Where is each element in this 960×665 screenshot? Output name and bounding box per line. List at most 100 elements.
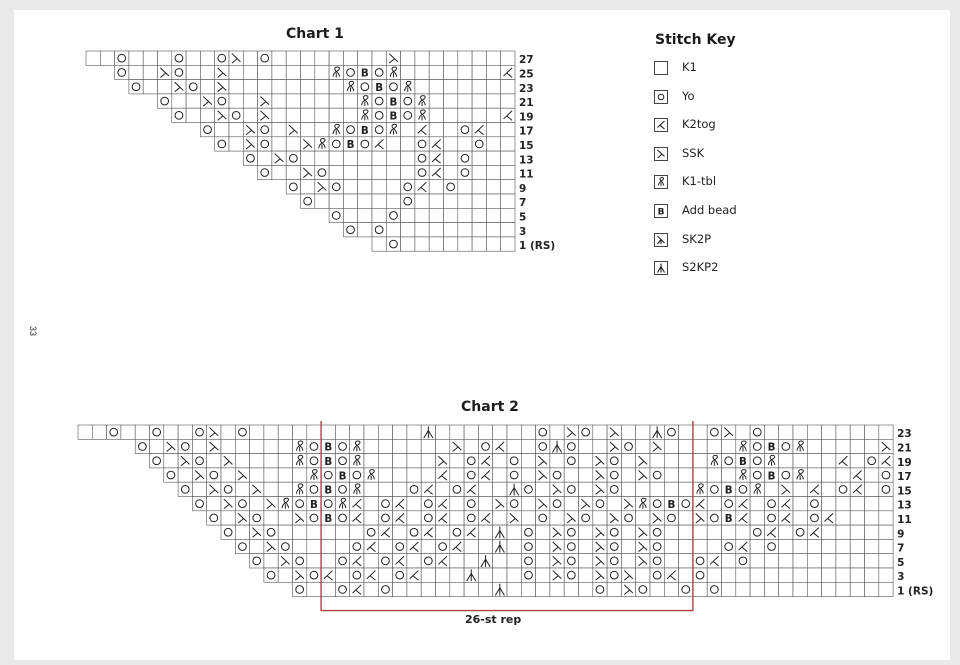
stitch-cell	[749, 510, 765, 526]
stitch-cell	[678, 453, 694, 469]
stitch-cell	[749, 496, 765, 512]
stitch-cell	[320, 524, 336, 540]
stitch-cell	[406, 581, 422, 597]
stitch-cell	[721, 524, 737, 540]
yo-symbol	[381, 585, 390, 594]
stitch-cell	[292, 553, 308, 569]
yo-symbol	[223, 484, 233, 494]
stitch-cell	[549, 510, 565, 526]
k1tbl-symbol	[389, 123, 398, 135]
ssk-symbol	[638, 541, 648, 552]
k1tbl-icon	[654, 175, 668, 190]
stitch-cell	[806, 424, 822, 440]
ssk-symbol	[509, 513, 519, 524]
ssk-symbol	[194, 470, 205, 481]
ssk-symbol	[252, 484, 262, 495]
stitch-cell	[335, 553, 350, 569]
stitch-cell	[878, 567, 894, 583]
stitch-cell	[235, 424, 250, 440]
stitch-cell	[778, 453, 794, 469]
ssk-symbol	[623, 498, 634, 510]
chart1-title: Chart 1	[286, 26, 344, 42]
stitch-cell	[349, 567, 365, 583]
stitch-cell	[535, 481, 551, 497]
stitch-cell	[463, 467, 479, 483]
k1tbl-symbol	[281, 497, 289, 509]
stitch-cell	[377, 424, 393, 440]
stitch-cell	[835, 567, 851, 583]
stitch-cell	[306, 438, 322, 454]
k2tog-symbol	[503, 67, 513, 78]
stitch-cell	[449, 453, 465, 469]
stitch-cell	[363, 553, 379, 569]
yo-symbol	[781, 470, 791, 480]
stitch-cell	[192, 438, 207, 454]
yo-symbol	[566, 484, 576, 494]
stitch-cell	[306, 510, 322, 526]
stitch-cell	[806, 510, 822, 526]
ssk-symbol	[609, 513, 619, 524]
yo-symbol	[323, 499, 333, 509]
stitch-cell	[420, 510, 436, 526]
stitch-cell	[363, 453, 379, 469]
stitch-cell	[563, 581, 579, 597]
stitch-cell	[563, 524, 579, 540]
stitch-cell	[292, 467, 308, 483]
stitch-cell	[277, 524, 293, 540]
stitch-cell	[235, 453, 250, 469]
bead-icon: B	[654, 203, 668, 218]
stitch-cell	[392, 481, 408, 497]
row-label: 13	[519, 154, 534, 166]
stitch-cell	[635, 424, 651, 440]
yo-symbol	[338, 484, 347, 494]
yo-symbol	[288, 182, 298, 192]
yo-symbol	[252, 513, 262, 523]
stitch-cell	[678, 438, 694, 454]
stitch-cell	[106, 424, 122, 440]
yo-symbol	[781, 442, 791, 451]
yo-symbol	[266, 527, 276, 537]
ssk-symbol	[781, 484, 791, 495]
k2tog-symbol	[781, 498, 791, 510]
stitch-cell	[721, 467, 737, 483]
blank-icon	[654, 61, 668, 75]
yo-symbol	[481, 442, 490, 451]
k2tog-symbol	[809, 484, 820, 495]
row-label: 3	[519, 226, 526, 238]
stitch-cell	[692, 553, 708, 569]
ssk-symbol	[552, 555, 562, 567]
yo-symbol	[403, 196, 413, 206]
k2tog-icon	[654, 118, 668, 133]
stitch-cell	[706, 481, 722, 497]
stitch-cell	[306, 553, 322, 569]
yo-symbol	[509, 456, 519, 466]
stitch-cell	[220, 524, 236, 540]
yo-symbol	[417, 153, 427, 163]
ssk-symbol	[174, 81, 184, 93]
stitch-cell	[435, 424, 451, 440]
yo-symbol	[452, 527, 462, 537]
stitch-cell	[764, 567, 780, 583]
stitch-cell	[506, 467, 522, 483]
yo-symbol	[389, 239, 398, 249]
k2tog-symbol	[417, 181, 427, 193]
stitch-cell	[749, 453, 765, 469]
row-label: 5	[519, 211, 526, 223]
stitch-cell	[449, 496, 465, 512]
stitch-cell	[420, 581, 436, 597]
yo-symbol	[346, 125, 355, 135]
yo-symbol	[452, 484, 462, 494]
ssk-symbol	[652, 513, 662, 524]
k2tog-symbol	[666, 570, 677, 581]
stitch-cell	[792, 567, 808, 583]
yo-symbol	[752, 427, 762, 437]
yo-symbol	[423, 513, 433, 523]
stitch-cell	[821, 453, 837, 469]
stitch-cell	[377, 438, 393, 454]
stitch-cell	[535, 424, 551, 440]
stitch-cell	[678, 510, 694, 526]
stitch-cell	[134, 438, 150, 454]
